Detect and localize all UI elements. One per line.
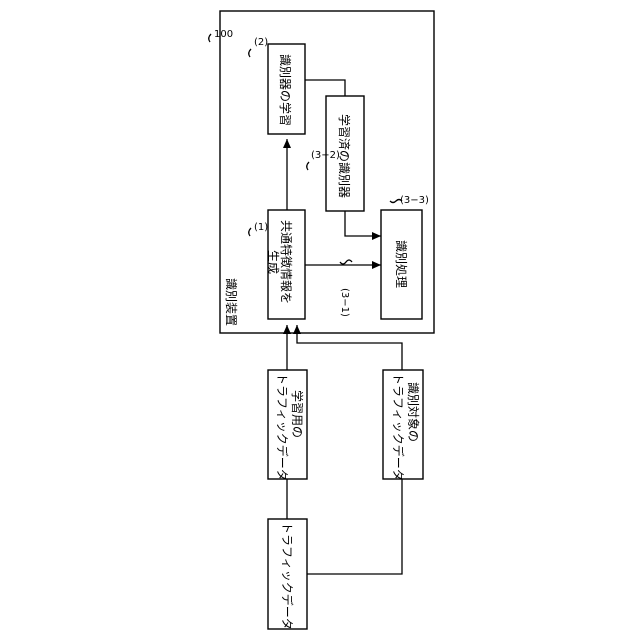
- trained-ref-leader: [307, 162, 309, 170]
- flow-ref: (3−1): [339, 288, 350, 317]
- common-ref-leader: [249, 228, 251, 236]
- traffic-label: トラフィックデータ: [280, 522, 295, 630]
- process-label: 識別処理: [394, 240, 408, 288]
- arrow-target-data-to-common: [297, 325, 402, 370]
- common-ref: (1): [254, 222, 268, 233]
- train-data-line1: 学習用の: [290, 390, 305, 438]
- line-traffic-to-target: [307, 479, 402, 574]
- line-learning-to-trained: [305, 80, 345, 96]
- device-ref: 100: [214, 29, 233, 40]
- learning-ref: (2): [254, 37, 268, 48]
- train-data-line2: トラフィックデータ: [275, 373, 290, 481]
- learning-label: 識別器の学習: [278, 54, 293, 126]
- common-label-line2: 生成: [266, 250, 280, 274]
- device-ref-leader: [209, 34, 211, 42]
- arrow-trained-to-process: [345, 211, 381, 236]
- device-label: 識別装置: [224, 278, 238, 326]
- common-label-line1: 共通特徴情報を: [279, 220, 294, 304]
- process-ref: (3−3): [400, 195, 429, 206]
- learning-ref-leader: [249, 49, 251, 57]
- target-data-line1: 識別対象の: [406, 382, 420, 442]
- flow-ref-leader: [340, 260, 352, 264]
- trained-ref: (3−2): [311, 150, 340, 161]
- target-data-line2: トラフィックデータ: [391, 373, 406, 481]
